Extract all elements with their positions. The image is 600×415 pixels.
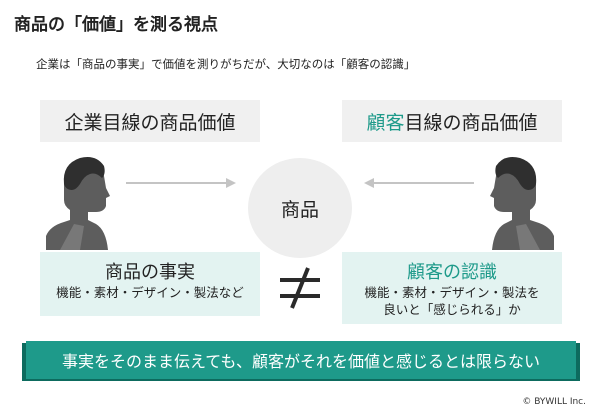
- conclusion-banner-text: 事実をそのまま伝えても、顧客がそれを価値と感じるとは限らない: [62, 352, 540, 371]
- arrow-left-icon: [364, 178, 474, 188]
- conclusion-banner: 事実をそのまま伝えても、顧客がそれを価値と感じるとは限らない: [26, 341, 576, 379]
- customer-view-heading: 顧客目線の商品価値: [342, 100, 562, 142]
- company-view-heading-text: 企業目線の商品価値: [64, 111, 236, 134]
- customer-view-heading-rest: 目線の商品価値: [404, 111, 538, 134]
- copyright: © BYWILL Inc.: [522, 397, 586, 407]
- product-fact-line1: 機能・素材・デザイン・製法など: [56, 285, 244, 300]
- page-subtitle: 企業は「商品の事実」で価値を測りがちだが、大切なのは「顧客の認識」: [36, 57, 416, 71]
- customer-recognition-title: 顧客の認識: [407, 262, 497, 283]
- person-profile-right-icon: [46, 157, 110, 250]
- page-title: 商品の「価値」を測る視点: [14, 15, 218, 35]
- product-fact-title: 商品の事実: [105, 262, 195, 283]
- product-circle: 商品: [248, 158, 352, 258]
- customer-recognition-line2: 良いと「感じられる」か: [383, 302, 521, 317]
- product-label: 商品: [280, 198, 319, 221]
- person-profile-left-icon: [490, 157, 554, 250]
- product-fact-box: 商品の事実 機能・素材・デザイン・製法など: [40, 252, 260, 316]
- not-equal-icon: [280, 267, 320, 309]
- customer-view-heading-accent: 顧客: [366, 111, 405, 134]
- customer-recognition-box: 顧客の認識 機能・素材・デザイン・製法を 良いと「感じられる」か: [342, 252, 562, 324]
- customer-recognition-line1: 機能・素材・デザイン・製法を: [364, 285, 540, 300]
- arrow-right-icon: [126, 178, 236, 188]
- company-view-heading: 企業目線の商品価値: [40, 100, 260, 142]
